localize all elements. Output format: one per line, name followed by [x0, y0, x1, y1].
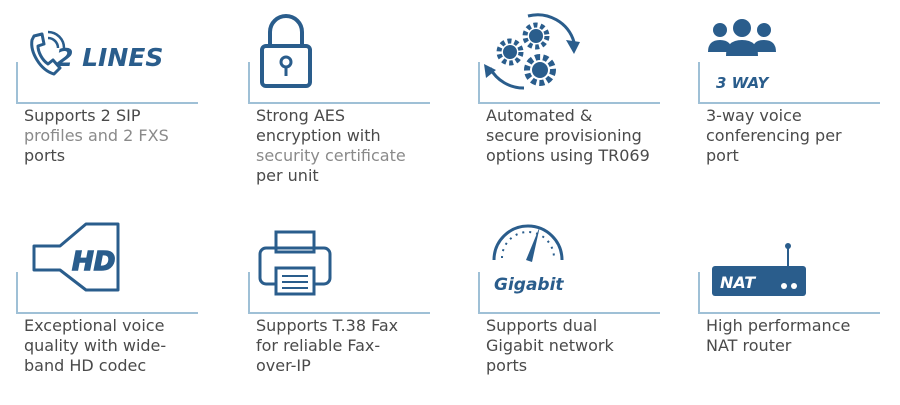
icon-area: 2 LINES	[20, 2, 210, 80]
feature-2-lines: 2 LINES Supports 2 SIP profiles and 2 FX…	[16, 2, 221, 182]
badge-2-lines: 2 LINES	[56, 43, 163, 72]
router-icon: NAT	[712, 243, 806, 296]
phone-icon: 2 LINES	[30, 30, 163, 76]
feature-aes-encryption: Strong AES encryption with security cert…	[248, 2, 453, 185]
feature-description: Supports 2 SIP profiles and 2 FXS ports	[24, 106, 169, 165]
feature-description: Exceptional voice quality with wide- ban…	[24, 316, 167, 375]
feature-description: Strong AES encryption with security cert…	[256, 106, 406, 185]
fax-machine-icon	[258, 230, 332, 296]
feature-tr069-provisioning: Automated & secure provisioning options …	[478, 2, 683, 182]
feature-description: Automated & secure provisioning options …	[486, 106, 650, 165]
feature-description: Supports dual Gigabit network ports	[486, 316, 614, 375]
feature-gigabit-ports: Gigabit Supports dual Gigabit network po…	[478, 212, 683, 392]
people-group-icon: 3 WAY	[708, 19, 776, 92]
badge-hd: HD	[72, 247, 115, 277]
feature-description: Supports T.38 Fax for reliable Fax- over…	[256, 316, 399, 375]
hd-speaker-icon: HD	[32, 222, 120, 292]
feature-t38-fax: Supports T.38 Fax for reliable Fax- over…	[248, 212, 453, 392]
padlock-icon	[260, 14, 312, 88]
feature-nat-router: NAT High performance NAT router	[698, 212, 900, 392]
feature-description: 3-way voice conferencing per port	[706, 106, 842, 165]
badge-3-way: 3 WAY	[716, 74, 771, 92]
gears-icon	[484, 13, 580, 90]
feature-hd-voice: HD Exceptional voice quality with wide- …	[16, 212, 221, 392]
badge-gigabit: Gigabit	[494, 275, 564, 295]
feature-3-way-conferencing: 3 WAY 3-way voice conferencing per port	[698, 2, 900, 182]
feature-description: High performance NAT router	[706, 316, 851, 355]
speedometer-icon: Gigabit	[492, 224, 564, 295]
badge-nat: NAT	[720, 273, 756, 292]
